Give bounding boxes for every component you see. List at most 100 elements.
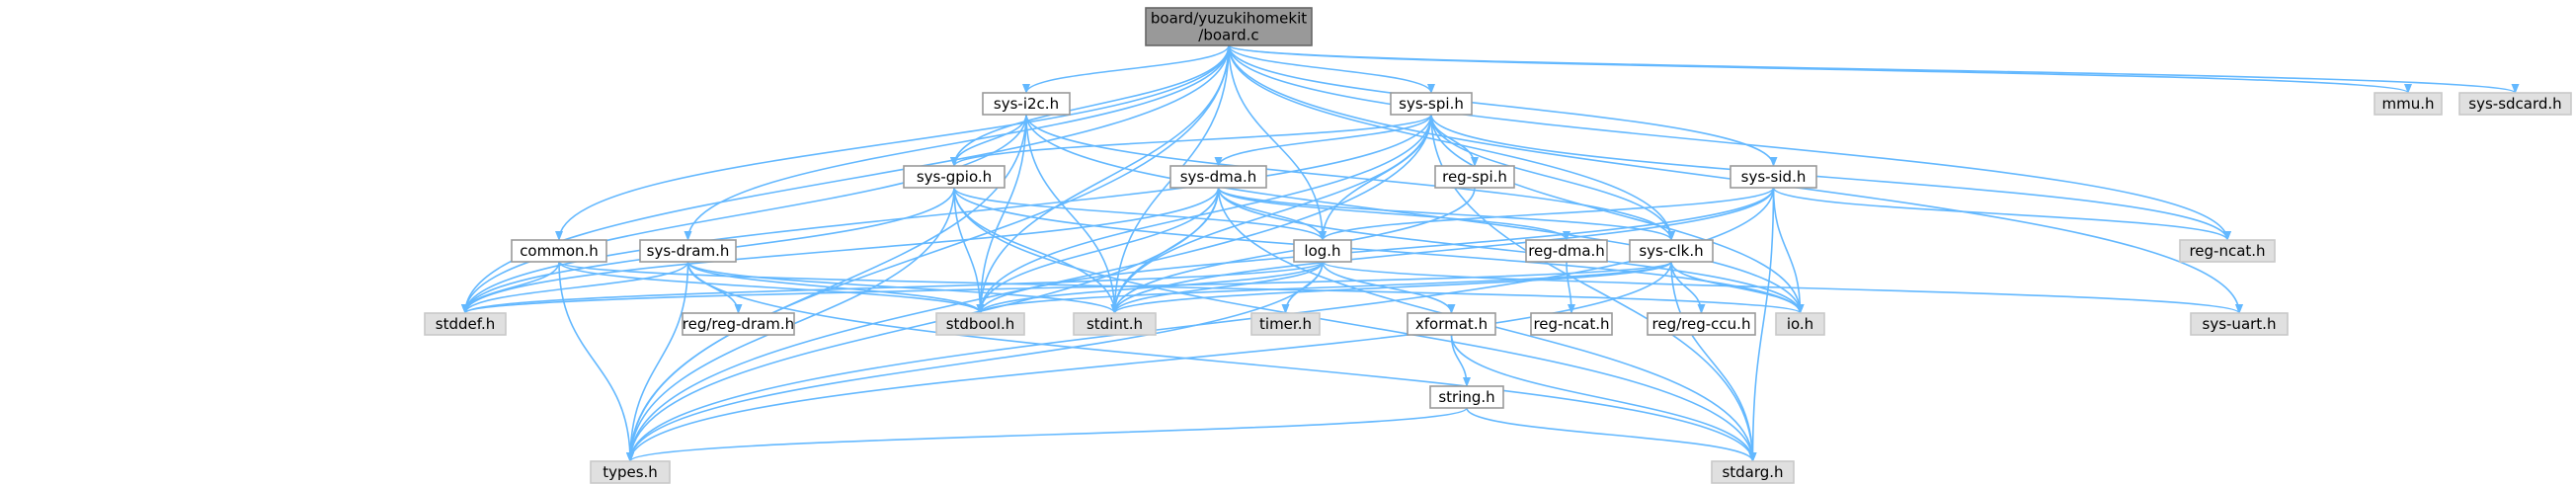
node-stdarg[interactable]: stdarg.h xyxy=(1711,460,1795,484)
edge-string-to-types xyxy=(626,407,1468,462)
node-reg-ncat[interactable]: reg-ncat.h xyxy=(2179,239,2276,263)
node-reg-dma[interactable]: reg-dma.h xyxy=(1525,239,1608,263)
edge-board_c-to-log xyxy=(1228,44,1327,241)
svg-text:sys-dram.h: sys-dram.h xyxy=(647,242,730,260)
svg-text:string.h: string.h xyxy=(1438,388,1494,406)
node-reg-reg-dram[interactable]: reg/reg-dram.h xyxy=(682,312,795,336)
svg-text:sys-clk.h: sys-clk.h xyxy=(1639,242,1703,260)
edge-sys_dma-to-stddef xyxy=(461,187,1220,314)
edge-sys_dram-to-stddef xyxy=(461,261,689,314)
node-mmu[interactable]: mmu.h xyxy=(2374,92,2443,116)
node-reg-spi[interactable]: reg-spi.h xyxy=(1434,165,1515,189)
edge-sys_clk-to-io xyxy=(1670,261,1805,314)
edge-log-to-stddef xyxy=(461,261,1324,314)
node-sys-sid[interactable]: sys-sid.h xyxy=(1730,165,1817,189)
edge-sys_gpio-to-stdbool xyxy=(953,187,985,314)
edge-board_c-to-common xyxy=(555,44,1230,241)
svg-text:sys-spi.h: sys-spi.h xyxy=(1399,95,1464,113)
edge-log-to-types xyxy=(626,261,1324,462)
svg-text:log.h: log.h xyxy=(1304,242,1340,260)
svg-text:sys-i2c.h: sys-i2c.h xyxy=(994,95,1059,113)
edge-sys_dma-to-sys_clk xyxy=(1217,187,1675,241)
node-reg-reg-ccu[interactable]: reg/reg-ccu.h xyxy=(1647,312,1756,336)
edge-sys_i2c-to-stddef xyxy=(461,114,1027,314)
edge-sys_spi-to-stdbool xyxy=(976,114,1432,314)
node-sys-i2c[interactable]: sys-i2c.h xyxy=(982,92,1071,116)
svg-text:mmu.h: mmu.h xyxy=(2381,95,2434,113)
edge-sys_clk-to-stddef xyxy=(461,261,1672,314)
svg-text:board/yuzukihomekit/board.c: board/yuzukihomekit/board.c xyxy=(1151,10,1307,44)
node-sys-dma[interactable]: sys-dma.h xyxy=(1169,165,1267,189)
edge-sys_sid-to-io xyxy=(1772,187,1805,314)
edge-sys_spi-to-sys_clk xyxy=(1430,114,1675,241)
node-sys-sdcard[interactable]: sys-sdcard.h xyxy=(2458,92,2572,116)
edge-sys_clk-to-stdbool xyxy=(976,261,1672,314)
edge-sys_sid-to-stdbool xyxy=(976,187,1775,314)
node-log[interactable]: log.h xyxy=(1293,239,1352,263)
edge-sys_gpio-to-stdarg xyxy=(953,187,1757,462)
svg-text:reg-dma.h: reg-dma.h xyxy=(1528,242,1605,260)
edge-board_c-to-sys_sid xyxy=(1228,44,1778,167)
node-sys-uart[interactable]: sys-uart.h xyxy=(2190,312,2289,336)
edge-sys_gpio-to-log xyxy=(953,187,1327,241)
svg-text:sys-sdcard.h: sys-sdcard.h xyxy=(2468,95,2561,113)
edge-sys_clk-to-stdint xyxy=(1110,261,1672,314)
node-timer[interactable]: timer.h xyxy=(1250,312,1321,336)
svg-text:reg-spi.h: reg-spi.h xyxy=(1442,168,1507,186)
edge-sys_sid-to-stdarg xyxy=(1748,187,1775,462)
edge-string-to-stdarg xyxy=(1466,407,1757,462)
edge-reg_dma-to-reg_ncat2 xyxy=(1566,261,1575,314)
node-sys-gpio[interactable]: sys-gpio.h xyxy=(903,165,1006,189)
node-sys-dram[interactable]: sys-dram.h xyxy=(639,239,737,263)
edge-common-to-types xyxy=(558,261,634,462)
edge-sys_dma-to-types xyxy=(626,187,1220,462)
node-xformat[interactable]: xformat.h xyxy=(1407,312,1496,336)
node-board-c[interactable]: board/yuzukihomekit/board.c xyxy=(1145,7,1313,46)
node-sys-spi[interactable]: sys-spi.h xyxy=(1390,92,1473,116)
node-stddef[interactable]: stddef.h xyxy=(424,312,507,336)
svg-text:types.h: types.h xyxy=(603,463,658,481)
edge-sys_dram-to-types xyxy=(626,261,689,462)
edge-sys_spi-to-stddef xyxy=(461,114,1432,314)
node-io[interactable]: io.h xyxy=(1775,312,1825,336)
svg-text:reg/reg-ccu.h: reg/reg-ccu.h xyxy=(1652,315,1751,333)
svg-text:timer.h: timer.h xyxy=(1259,315,1312,333)
edge-sys_clk-to-stdarg xyxy=(1670,261,1757,462)
svg-text:reg-ncat.h: reg-ncat.h xyxy=(2189,242,2265,260)
edge-sys_dma-to-reg_dma xyxy=(1217,187,1570,241)
edge-sys_sid-to-stdint xyxy=(1110,187,1775,314)
edge-log-to-stdbool xyxy=(976,261,1324,314)
node-common[interactable]: common.h xyxy=(511,239,607,263)
edge-board_c-to-stddef xyxy=(461,44,1230,314)
edge-sys_dram-to-stdarg xyxy=(686,261,1757,462)
svg-text:sys-dma.h: sys-dma.h xyxy=(1180,168,1257,186)
node-stdint[interactable]: stdint.h xyxy=(1073,312,1157,336)
svg-text:stdarg.h: stdarg.h xyxy=(1722,463,1783,481)
edge-board_c-to-sys_sdcard xyxy=(1228,44,2520,94)
edge-log-to-sys_uart xyxy=(1322,261,2243,314)
edge-board_c-to-sys_i2c xyxy=(1022,44,1230,94)
svg-text:sys-uart.h: sys-uart.h xyxy=(2203,315,2277,333)
edge-sys_dma-to-stdbool xyxy=(976,187,1220,314)
edge-common-to-io xyxy=(558,261,1805,314)
node-types[interactable]: types.h xyxy=(590,460,671,484)
edge-board_c-to-sys_spi xyxy=(1228,44,1435,94)
node-string[interactable]: string.h xyxy=(1429,385,1504,409)
edge-sys_sid-to-reg_ncat xyxy=(1772,187,2231,241)
edge-xformat-to-stdarg xyxy=(1450,334,1757,462)
svg-text:reg/reg-dram.h: reg/reg-dram.h xyxy=(683,315,794,333)
node-layer: board/yuzukihomekit/board.c sys-i2c.h sy… xyxy=(424,7,2572,484)
node-reg-ncat-inner[interactable]: reg-ncat.h xyxy=(1530,312,1613,336)
svg-text:stdbool.h: stdbool.h xyxy=(946,315,1015,333)
edge-sys_spi-to-sys_dma xyxy=(1214,114,1432,167)
edge-sys_i2c-to-stdbool xyxy=(976,114,1027,314)
svg-text:common.h: common.h xyxy=(520,242,599,260)
edge-common-to-stdbool xyxy=(558,261,985,314)
node-sys-clk[interactable]: sys-clk.h xyxy=(1629,239,1714,263)
node-stdbool[interactable]: stdbool.h xyxy=(935,312,1025,336)
edge-sys_i2c-to-stdint xyxy=(1025,114,1119,314)
edge-log-to-stdint xyxy=(1110,261,1324,314)
edge-board_c-to-stdbool xyxy=(976,44,1230,314)
edge-sys_clk-to-types xyxy=(626,261,1672,462)
